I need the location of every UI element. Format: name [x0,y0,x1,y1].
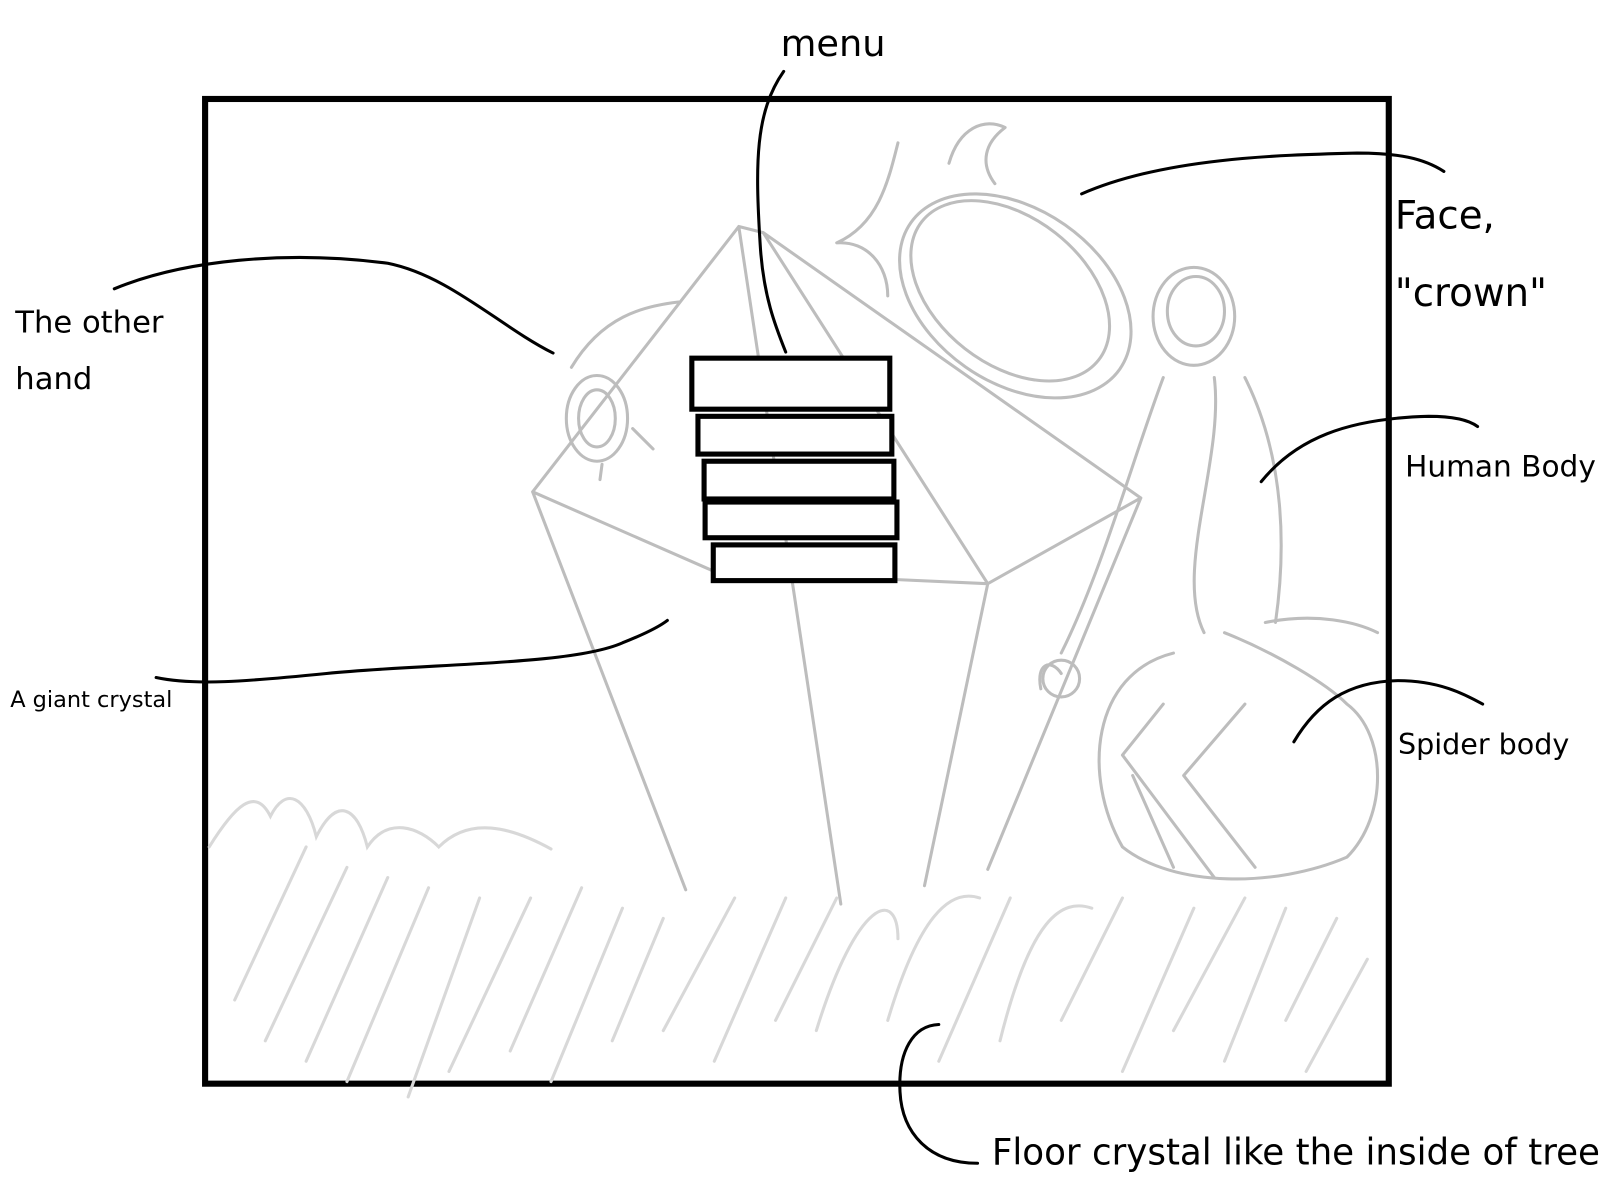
floor-crystal-leader-line [898,1022,980,1165]
face-crown-sketch [835,122,1133,400]
menu-label: menu [781,22,886,65]
face-leader-line [1080,151,1446,196]
other-hand-label-line1: The other [14,306,164,341]
other-hand-leader-line [112,255,555,355]
human-body-sketch [1038,265,1283,699]
menu-leader-line [756,69,788,354]
spider-body-label: Spider body [1398,727,1569,761]
human-body-leader-line [1259,414,1480,484]
giant-crystal-label: A giant crystal [10,687,172,713]
face-label-line2: "crown" [1395,271,1547,316]
screen-frame [202,95,1392,1087]
menu-item-5[interactable] [710,542,898,584]
other-hand-label-line2: hand [15,362,92,397]
menu-item-2[interactable] [695,413,895,457]
menu[interactable] [689,355,900,584]
spider-body-sketch [1097,616,1380,881]
spider-body-leader-line [1292,679,1485,744]
floor-crystal-sketch [207,797,1369,1099]
menu-item-1[interactable] [689,355,893,412]
menu-item-4[interactable] [702,499,900,541]
human-body-label: Human Body [1405,450,1596,484]
menu-item-3[interactable] [701,458,897,502]
giant-crystal-leader-line [154,618,669,684]
face-label-line1: Face, [1395,194,1495,239]
floor-crystal-label: Floor crystal like the inside of tree [992,1130,1600,1173]
other-hand-sketch [564,300,681,482]
